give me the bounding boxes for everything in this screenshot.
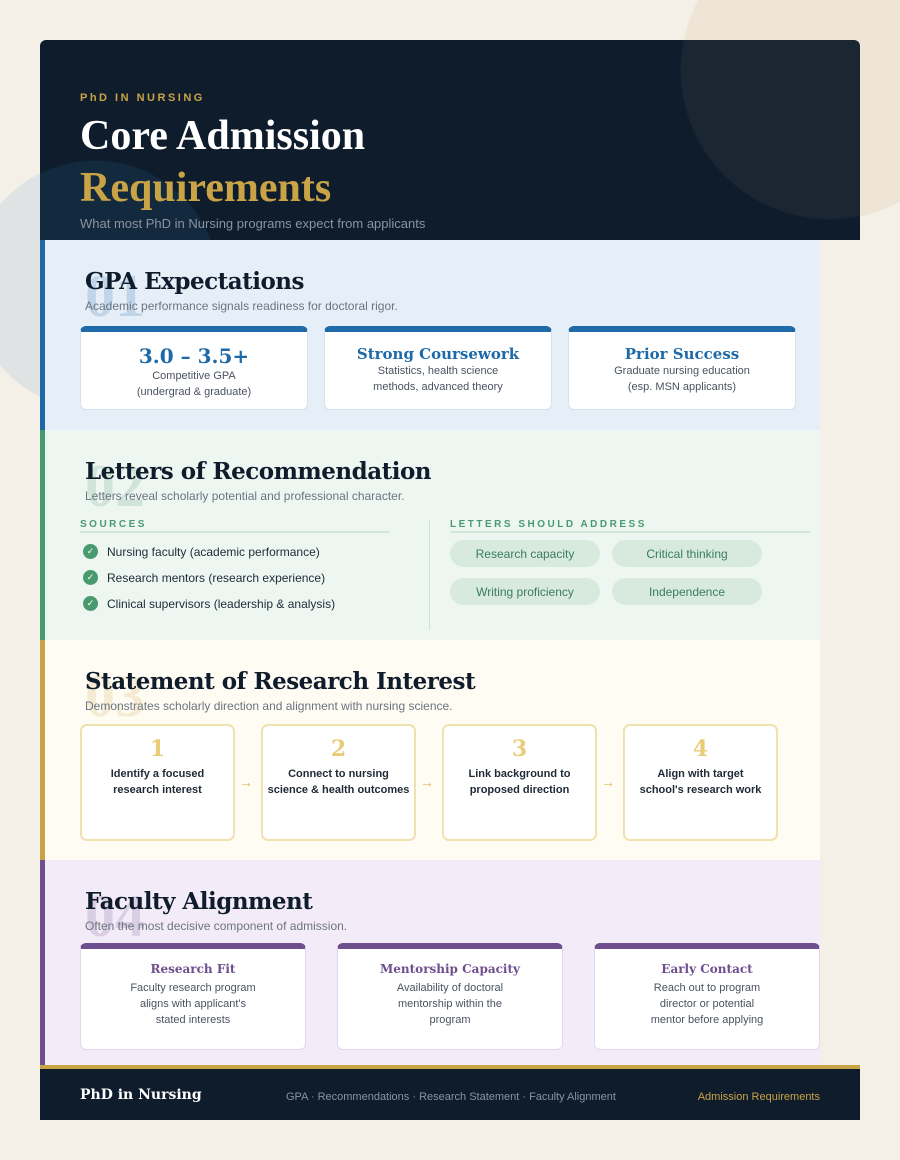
page-header: PhD IN NURSING Core Admission Requiremen… bbox=[40, 40, 860, 240]
divider bbox=[80, 531, 390, 533]
card-desc: (esp. MSN applicants) bbox=[627, 381, 737, 393]
card-desc: Statistics, health science bbox=[377, 365, 499, 377]
section-title: Statement of Research Interest bbox=[85, 668, 476, 695]
card-title: Strong Coursework bbox=[356, 345, 520, 363]
card-desc: Reach out to program bbox=[653, 982, 761, 994]
step-number: 3 bbox=[511, 736, 528, 762]
section-number: 01 bbox=[85, 263, 145, 329]
card-desc: mentorship within the bbox=[398, 998, 502, 1010]
card-title: Prior Success bbox=[624, 345, 740, 363]
card-desc: Competitive GPA bbox=[152, 370, 236, 382]
card-desc: program bbox=[429, 1014, 471, 1026]
section-title: GPA Expectations bbox=[85, 268, 304, 295]
section-subtitle: Often the most decisive component of adm… bbox=[85, 919, 348, 933]
source-text: Clinical supervisors (leadership & analy… bbox=[107, 596, 336, 611]
footer-nav: GPA · Recommendations · Research Stateme… bbox=[286, 1091, 616, 1103]
source-text: Research mentors (research experience) bbox=[107, 570, 326, 585]
step-text: science & health outcomes bbox=[267, 784, 410, 796]
section-gpa: 01 GPA Expectations Academic performance… bbox=[40, 240, 820, 430]
page-subtitle: What most PhD in Nursing programs expect… bbox=[80, 216, 426, 231]
gpa-card: 3.0 – 3.5+ Competitive GPA (undergrad & … bbox=[80, 326, 308, 410]
step-text: Link background to bbox=[468, 768, 571, 780]
card-desc: methods, advanced theory bbox=[373, 381, 503, 393]
section-title: Faculty Alignment bbox=[85, 888, 313, 915]
address-tag: Research capacity bbox=[450, 540, 600, 567]
coursework-card: Strong Coursework Statistics, health sci… bbox=[324, 326, 552, 410]
arrow-right-icon: → bbox=[601, 774, 615, 790]
step-number: 4 bbox=[692, 736, 709, 762]
arrow-right-icon: → bbox=[420, 774, 434, 790]
step-text: research interest bbox=[113, 784, 202, 796]
column-divider bbox=[429, 520, 430, 630]
section-letters: 02 Letters of Recommendation Letters rev… bbox=[40, 430, 820, 640]
step-text: Align with target bbox=[657, 768, 744, 780]
source-text: Nursing faculty (academic performance) bbox=[107, 544, 320, 559]
card-desc: stated interests bbox=[155, 1014, 231, 1026]
footer: PhD in Nursing GPA · Recommendations · R… bbox=[40, 1065, 860, 1120]
step-text: school's research work bbox=[639, 784, 762, 796]
card-desc: mentor before applying bbox=[650, 1014, 764, 1026]
step-number: 1 bbox=[149, 736, 166, 762]
section-subtitle: Letters reveal scholarly potential and p… bbox=[85, 489, 405, 503]
section-subtitle: Academic performance signals readiness f… bbox=[85, 299, 398, 313]
card-desc: Faculty research program bbox=[130, 982, 256, 994]
card-title: Early Contact bbox=[661, 962, 753, 976]
card-desc: (undergrad & graduate) bbox=[136, 386, 252, 398]
address-tag: Independence bbox=[612, 578, 762, 605]
sources-label: SOURCES bbox=[80, 519, 147, 530]
page-title-accent: Requirements bbox=[80, 165, 332, 211]
step-number: 2 bbox=[330, 736, 347, 762]
page-title: Core Admission bbox=[80, 113, 366, 159]
card-title: Research Fit bbox=[150, 962, 236, 976]
step-text: proposed direction bbox=[469, 784, 570, 796]
arrow-right-icon: → bbox=[239, 774, 253, 790]
divider bbox=[450, 531, 810, 533]
mentorship-card: Mentorship Capacity Availability of doct… bbox=[337, 943, 563, 1050]
prior-success-card: Prior Success Graduate nursing education… bbox=[568, 326, 796, 410]
step-text: Connect to nursing bbox=[288, 768, 389, 780]
card-desc: Availability of doctoral bbox=[396, 982, 504, 994]
footer-tag: Admission Requirements bbox=[697, 1091, 820, 1103]
early-contact-card: Early Contact Reach out to program direct… bbox=[594, 943, 820, 1050]
section-faculty-alignment: 04 Faculty Alignment Often the most deci… bbox=[40, 860, 820, 1065]
check-icon: ✓ bbox=[83, 570, 98, 585]
card-desc: aligns with applicant's bbox=[139, 998, 247, 1010]
section-subtitle: Demonstrates scholarly direction and ali… bbox=[85, 699, 453, 713]
eyebrow: PhD IN NURSING bbox=[80, 92, 205, 104]
section-number: 04 bbox=[85, 883, 145, 949]
research-fit-card: Research Fit Faculty research program ali… bbox=[80, 943, 306, 1050]
section-number: 02 bbox=[85, 453, 145, 519]
footer-brand: PhD in Nursing bbox=[80, 1087, 202, 1103]
card-title: 3.0 – 3.5+ bbox=[138, 344, 250, 368]
address-tag: Critical thinking bbox=[612, 540, 762, 567]
address-label: LETTERS SHOULD ADDRESS bbox=[450, 519, 647, 530]
source-item: ✓ Nursing faculty (academic performance) bbox=[83, 544, 320, 559]
check-icon: ✓ bbox=[83, 596, 98, 611]
address-tag: Writing proficiency bbox=[450, 578, 600, 605]
section-research-statement: 03 Statement of Research Interest Demons… bbox=[40, 640, 820, 860]
source-item: ✓ Research mentors (research experience) bbox=[83, 570, 325, 585]
card-title: Mentorship Capacity bbox=[380, 962, 520, 976]
section-title: Letters of Recommendation bbox=[85, 458, 432, 485]
card-desc: Graduate nursing education bbox=[614, 365, 750, 377]
step-text: Identify a focused bbox=[110, 768, 205, 780]
check-icon: ✓ bbox=[83, 544, 98, 559]
source-item: ✓ Clinical supervisors (leadership & anal… bbox=[83, 596, 335, 611]
section-number: 03 bbox=[85, 663, 145, 729]
card-desc: director or potential bbox=[659, 998, 755, 1010]
